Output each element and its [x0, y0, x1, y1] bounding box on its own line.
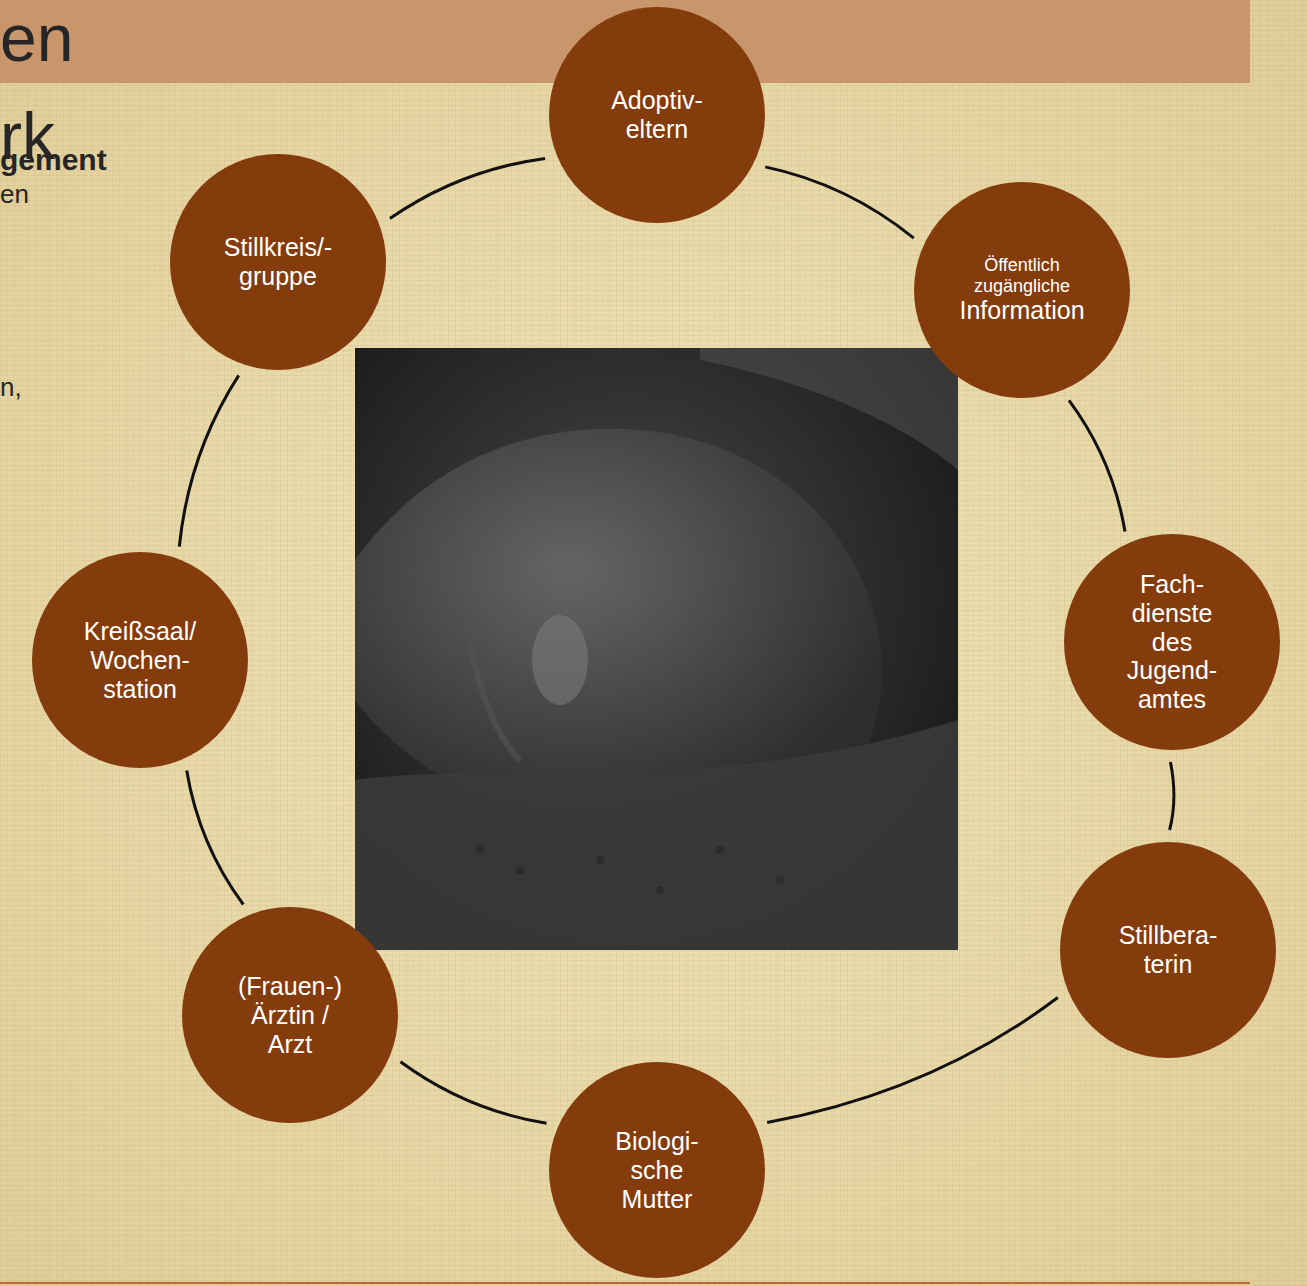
node-label: Information: [959, 296, 1084, 325]
circle-text-box: Biologi- sche Mutter: [605, 1127, 710, 1213]
circle-fill: [1060, 842, 1276, 1058]
circle-text-box: Adoptiv- eltern: [603, 86, 711, 144]
circle-fill: [1064, 534, 1280, 750]
cycle-connector: [767, 998, 1058, 1123]
circle-fill: [170, 154, 386, 370]
cycle-circle: Stillbera- terin: [1060, 842, 1276, 1058]
node-label: Öffentlich zugängliche: [959, 255, 1084, 296]
cycle-connector: [765, 167, 914, 238]
cycle-circle: Fach- dienste des Jugend- amtes: [1064, 534, 1280, 750]
slide-text-fragment: gement: [0, 143, 107, 176]
slide-text-fragment: n,: [0, 373, 22, 402]
cycle-connector: [390, 158, 545, 218]
cycle-circle: Biologi- sche Mutter: [549, 1062, 765, 1278]
circle-fill: [549, 7, 765, 223]
circle-fill: [549, 1062, 765, 1278]
circle-text-box: (Frauen-) Ärztin / Arzt: [236, 972, 344, 1058]
circle-text-box: Stillkreis/- gruppe: [224, 233, 332, 291]
node-label: (Frauen-) Ärztin / Arzt: [236, 972, 344, 1058]
node-label: Fach- dienste des Jugend- amtes: [1120, 570, 1225, 714]
node-label: Stillbera- terin: [1114, 921, 1222, 979]
cycle-circle: Kreißsaal/ Wochen- station: [32, 552, 248, 768]
cycle-circle: Adoptiv- eltern: [549, 7, 765, 223]
cycle-connector: [179, 375, 238, 546]
circle-text-box: Stillbera- terin: [1114, 921, 1222, 979]
slide-text-fragment: en: [0, 2, 73, 75]
circle-text-box: Kreißsaal/ Wochen- station: [84, 617, 197, 703]
cycle-connector: [401, 1062, 547, 1124]
cycle-circle: (Frauen-) Ärztin / Arzt: [182, 907, 398, 1123]
footer-rule: [0, 1282, 1250, 1284]
circle-fill: [182, 907, 398, 1123]
cycle-connector: [1170, 762, 1174, 830]
node-label: Kreißsaal/ Wochen- station: [84, 617, 197, 703]
cycle-circle: Stillkreis/- gruppe: [170, 154, 386, 370]
circle-fill: [32, 552, 248, 768]
node-label: Adoptiv- eltern: [603, 86, 711, 144]
circle-fill: [914, 182, 1130, 398]
cycle-circle: Öffentlich zugänglicheInformation: [914, 182, 1130, 398]
circle-text-box: Fach- dienste des Jugend- amtes: [1120, 570, 1225, 714]
node-label: Stillkreis/- gruppe: [224, 233, 332, 291]
cycle-connector: [187, 771, 244, 905]
slide-text-fragment: en: [0, 180, 29, 209]
circle-text-box: Öffentlich zugänglicheInformation: [959, 255, 1084, 325]
node-label: Biologi- sche Mutter: [605, 1127, 710, 1213]
baby-photo: [355, 348, 958, 950]
cycle-connector: [1069, 400, 1125, 531]
